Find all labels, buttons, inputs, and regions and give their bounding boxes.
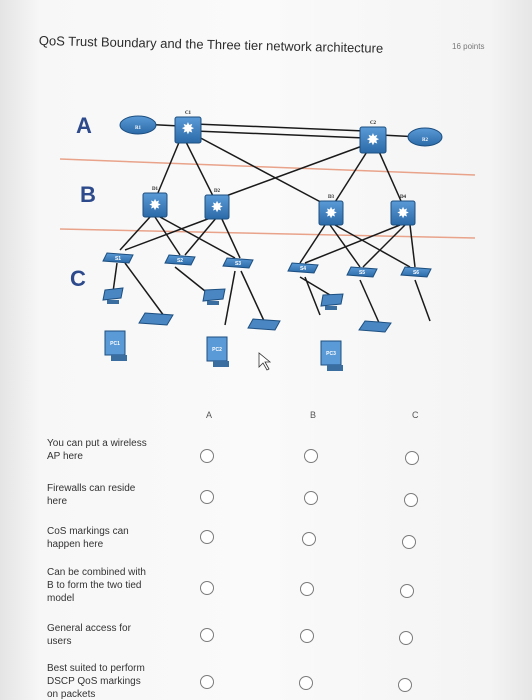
access-point-1 — [138, 312, 174, 326]
router-r2: R2 — [407, 127, 443, 147]
radio-q1-c[interactable] — [405, 451, 419, 465]
svg-text:✸: ✸ — [397, 205, 410, 222]
core-switch-c2: C2 ✸ — [359, 121, 387, 154]
access-switch-s4: S4 — [287, 262, 319, 274]
layer-label-b: B — [80, 182, 96, 207]
access-s5-label: S5 — [359, 270, 365, 276]
separator-ab — [59, 158, 476, 176]
router-r1: R1 — [119, 115, 157, 135]
question-row-6-label: Best suited to perform DSCP QoS markings… — [47, 663, 145, 700]
network-diagram: R1 R2 C1 ✸ C2 ✸ D1 ✸ D2 ✸ — [59, 111, 476, 371]
radio-q6-c[interactable] — [398, 678, 412, 692]
radio-q1-b[interactable] — [304, 449, 318, 463]
access-s1-label: S1 — [115, 256, 121, 262]
radio-q4-b[interactable] — [300, 582, 314, 596]
radio-q2-c[interactable] — [404, 493, 418, 507]
access-switch-s3: S3 — [222, 257, 254, 269]
column-header-b: B — [310, 410, 317, 420]
radio-q5-b[interactable] — [300, 629, 314, 643]
radio-q2-b[interactable] — [304, 491, 318, 505]
svg-text:✸: ✸ — [149, 197, 162, 214]
access-switch-s5: S5 — [346, 266, 378, 278]
access-point-2 — [247, 318, 281, 331]
radio-q6-b[interactable] — [299, 676, 313, 690]
radio-q3-b[interactable] — [302, 532, 316, 546]
radio-q6-a[interactable] — [200, 675, 214, 689]
access-switch-s2: S2 — [164, 254, 196, 266]
layer-label-c: C — [70, 266, 86, 291]
access-point-3 — [358, 320, 392, 333]
radio-q5-a[interactable] — [200, 628, 214, 642]
pc-1: PC1 — [104, 330, 127, 361]
pc-2: PC2 — [206, 336, 229, 367]
access-switch-s6: S6 — [400, 266, 432, 278]
column-header-a: A — [206, 410, 213, 420]
core-switch-c1: C1 ✸ — [174, 111, 202, 144]
layer-label-a: A — [76, 113, 92, 138]
radio-q4-a[interactable] — [200, 581, 214, 595]
column-header-c: C — [412, 410, 419, 420]
core-c1-label: C1 — [185, 111, 192, 116]
radio-q5-c[interactable] — [399, 631, 413, 645]
pc-3-label: PC3 — [326, 351, 336, 357]
radio-q3-a[interactable] — [200, 530, 214, 544]
access-s2-label: S2 — [177, 258, 183, 264]
dist-switch-d4: D4 ✸ — [390, 195, 416, 226]
ip-phone-2 — [202, 288, 226, 305]
dist-switch-d3: D3 ✸ — [318, 195, 344, 226]
svg-text:✸: ✸ — [211, 199, 224, 216]
separator-bc — [59, 228, 476, 239]
dist-d3-label: D3 — [328, 195, 335, 200]
question-row-1-label: You can put a wireless AP here — [47, 438, 147, 462]
dist-d1-label: D1 — [152, 187, 159, 192]
question-row-5-label: General access for users — [47, 623, 131, 647]
svg-text:✸: ✸ — [325, 205, 338, 222]
pc-2-label: PC2 — [212, 347, 222, 353]
svg-text:✸: ✸ — [181, 121, 194, 138]
pc-3: PC3 — [320, 340, 343, 371]
ip-phone-1 — [102, 287, 124, 304]
svg-text:✸: ✸ — [366, 132, 379, 149]
question-row-3-label: CoS markings can happen here — [47, 526, 129, 550]
dist-d4-label: D4 — [400, 195, 407, 200]
question-row-4-label: Can be combined with B to form the two t… — [47, 567, 146, 604]
radio-q3-c[interactable] — [402, 535, 416, 549]
points-label: 16 points — [452, 42, 485, 51]
pc-1-label: PC1 — [110, 341, 120, 347]
dist-d2-label: D2 — [214, 189, 221, 194]
access-switch-s1: S1 — [102, 252, 134, 264]
access-s3-label: S3 — [235, 261, 241, 267]
router-r2-label: R2 — [422, 138, 429, 143]
router-r1-label: R1 — [135, 126, 142, 131]
access-s6-label: S6 — [413, 270, 419, 276]
radio-q4-c[interactable] — [400, 584, 414, 598]
dist-switch-d2: D2 ✸ — [204, 189, 230, 220]
access-s4-label: S4 — [300, 266, 306, 272]
dist-switch-d1: D1 ✸ — [142, 187, 168, 218]
core-c2-label: C2 — [370, 121, 377, 126]
radio-q2-a[interactable] — [200, 490, 214, 504]
question-row-2-label: Firewalls can reside here — [47, 483, 136, 507]
core-links — [112, 123, 431, 326]
ip-phone-3 — [320, 293, 344, 310]
radio-q1-a[interactable] — [200, 449, 214, 463]
question-title: QoS Trust Boundary and the Three tier ne… — [38, 33, 384, 56]
mouse-cursor-icon — [258, 352, 272, 371]
